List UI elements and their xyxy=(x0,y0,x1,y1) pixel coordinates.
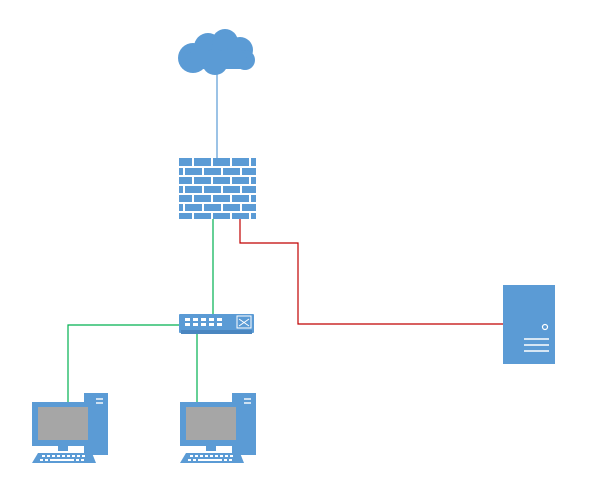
server-icon[interactable] xyxy=(503,285,555,364)
link-switch-workstation-1 xyxy=(67,324,180,403)
links xyxy=(67,66,503,403)
link-firewall-server xyxy=(239,219,503,325)
switch-icon[interactable] xyxy=(179,314,254,334)
firewall-icon[interactable] xyxy=(179,158,256,219)
workstation-icon[interactable] xyxy=(32,393,108,463)
workstation-icon[interactable] xyxy=(180,393,256,463)
cloud-icon[interactable] xyxy=(178,29,255,75)
